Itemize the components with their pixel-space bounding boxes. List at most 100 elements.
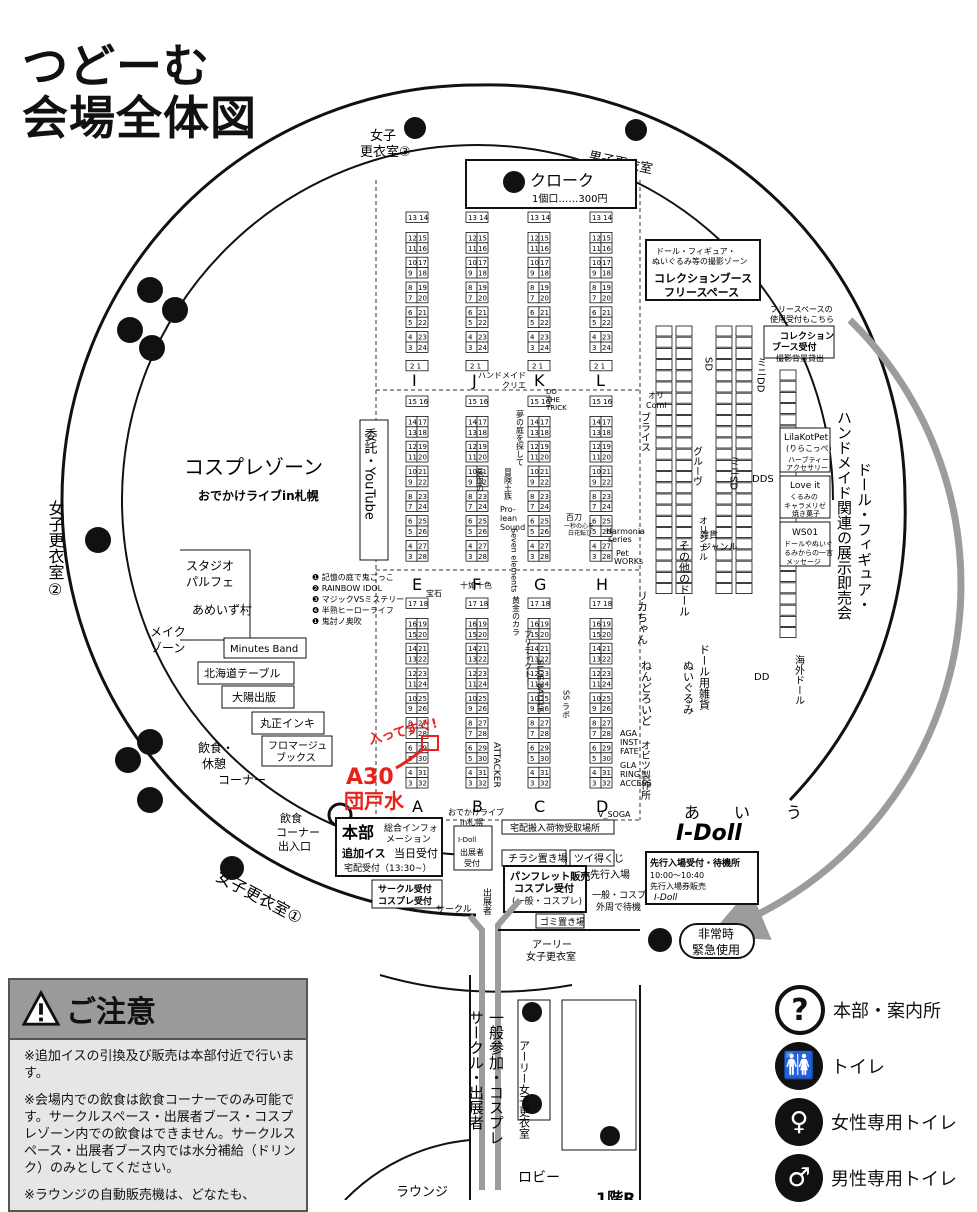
booth-number: 13 bbox=[592, 656, 601, 664]
svg-text:非常時: 非常時 bbox=[698, 927, 734, 941]
left-zones: スタジオ パルフェ あめいず村 メイク ゾーン Minutes Band 北海道… bbox=[150, 549, 333, 853]
doll-booth-cell bbox=[779, 571, 797, 582]
booth-head bbox=[527, 395, 551, 407]
men-toilet-icon: ♂ bbox=[775, 1154, 823, 1202]
notice-item: ※会場内での飲食は飲食コーナーでのみ可能です。サークルスペース・出展者ブース・コ… bbox=[24, 1093, 296, 1176]
booth-number: 5 bbox=[468, 755, 472, 763]
booth-cell bbox=[538, 678, 551, 690]
booth-number: 23 bbox=[478, 493, 487, 501]
svg-text:女子更衣室: 女子更衣室 bbox=[526, 950, 576, 963]
booth-number: 26 bbox=[478, 705, 487, 713]
doll-booth-cell bbox=[715, 415, 733, 427]
svg-text:冒険土族: 冒険土族 bbox=[504, 468, 513, 501]
booth-number: 15 bbox=[602, 234, 611, 242]
legend-item-hq: ? 本部・案内所 bbox=[775, 982, 975, 1038]
doll-booth-cell bbox=[675, 459, 693, 471]
booth-number: 5 bbox=[530, 755, 534, 763]
booth-number: 6 bbox=[592, 518, 597, 526]
booth-cell bbox=[600, 628, 613, 640]
booth-number: 22 bbox=[478, 656, 487, 664]
doll-booth-cell bbox=[779, 616, 797, 627]
booth-number: 13 bbox=[530, 656, 539, 664]
booth-cell bbox=[600, 525, 613, 537]
booth-number: 19 bbox=[418, 620, 427, 628]
booth-number: 5 bbox=[592, 319, 596, 327]
booth-number: 27 bbox=[418, 720, 427, 728]
booth-number: 12 bbox=[468, 234, 477, 242]
booth-cell bbox=[538, 267, 551, 279]
svg-text:サークル: サークル bbox=[436, 904, 472, 915]
svg-text:1階R: 1階R bbox=[596, 1189, 635, 1200]
booth-cell bbox=[538, 451, 551, 463]
booth-number: 28 bbox=[418, 730, 427, 738]
svg-text:lean: lean bbox=[500, 514, 517, 523]
svg-text:GLA: GLA bbox=[620, 761, 637, 770]
women-locker-2-icon bbox=[85, 527, 111, 553]
booth-number: 21 bbox=[540, 309, 549, 317]
booth-number: 26 bbox=[540, 528, 549, 536]
svg-text:夢の庭を探して: 夢の庭を探して bbox=[516, 409, 525, 466]
svg-text:SS ラボ: SS ラボ bbox=[562, 690, 571, 719]
svg-text:丸正インキ: 丸正インキ bbox=[260, 717, 315, 730]
booth-number: 27 bbox=[478, 720, 487, 728]
doll-booth-cell bbox=[655, 538, 673, 550]
booth-number: 26 bbox=[540, 705, 549, 713]
booth-number: 23 bbox=[540, 334, 549, 342]
booth-number: 32 bbox=[418, 780, 427, 788]
lobby-toilet-icon bbox=[600, 1126, 620, 1146]
svg-text:フリースペース: フリースペース bbox=[664, 286, 739, 299]
booth-number: 23 bbox=[540, 670, 549, 678]
svg-text:海外ドール: 海外ドール bbox=[793, 654, 805, 705]
svg-text:ツイ得くじ: ツイ得くじ bbox=[574, 853, 624, 865]
booth-number: 17 bbox=[602, 259, 611, 267]
booth-number: 3 bbox=[468, 344, 472, 352]
booth-number: 15 bbox=[592, 631, 601, 639]
booth-number: 9 bbox=[468, 270, 472, 278]
legend-item-men-toilet: ♂ 男性専用トイレ bbox=[775, 1150, 975, 1206]
booth-cell bbox=[600, 727, 613, 739]
svg-text:コーナー: コーナー bbox=[276, 826, 320, 839]
svg-text:AGA: AGA bbox=[620, 729, 638, 738]
svg-text:ドール用雑貨: ドール用雑貨 bbox=[698, 644, 711, 711]
booth-cell bbox=[476, 550, 489, 562]
cloak: クローク 1個口……300円 bbox=[465, 159, 637, 209]
doll-booth-cell bbox=[655, 583, 673, 594]
booth-number: 28 bbox=[478, 730, 487, 738]
doll-booth-cell bbox=[655, 359, 673, 371]
doll-booth-cell bbox=[655, 426, 673, 438]
booth-number: 25 bbox=[418, 695, 427, 703]
booth-number: 12 bbox=[408, 234, 417, 242]
booth-number: 30 bbox=[540, 755, 549, 763]
booth-number: 8 bbox=[530, 284, 534, 292]
svg-text:(一般・コスプレ): (一般・コスプレ) bbox=[512, 895, 582, 907]
booth-number: 15 bbox=[408, 631, 417, 639]
booth-number: 17 18 bbox=[408, 600, 428, 608]
doll-booth-cell bbox=[735, 448, 753, 460]
booth-number: 22 bbox=[418, 478, 427, 486]
svg-text:飲食・: 飲食・ bbox=[198, 740, 234, 755]
accessible-icon-lobby-1 bbox=[522, 1002, 542, 1022]
idoll-logo-small: I-Doll bbox=[458, 836, 476, 844]
svg-text:百刀: 百刀 bbox=[566, 513, 582, 522]
booth-number: 8 bbox=[592, 720, 596, 728]
svg-text:INST: INST bbox=[620, 738, 638, 747]
svg-text:コレクションブース: コレクションブース bbox=[654, 271, 752, 285]
booth-number: 8 bbox=[468, 720, 472, 728]
doll-booth-cell bbox=[779, 414, 797, 426]
cloak-icon bbox=[503, 171, 525, 193]
doll-booth-cell bbox=[735, 347, 753, 359]
svg-text:Love it: Love it bbox=[790, 481, 821, 491]
doll-booth-cell bbox=[675, 583, 693, 594]
booth-number: 10 bbox=[592, 259, 601, 267]
svg-text:TRICK: TRICK bbox=[545, 404, 567, 412]
booth-cell bbox=[416, 752, 429, 764]
booth-number: 23 bbox=[602, 334, 611, 342]
title-line-2: 会場全体図 bbox=[22, 91, 257, 145]
booth-number: 28 bbox=[602, 553, 611, 561]
booth-number: 6 bbox=[468, 744, 473, 752]
booth-number: 7 bbox=[530, 730, 534, 738]
doll-booth-cell bbox=[715, 392, 733, 404]
booth-number: 32 bbox=[540, 780, 549, 788]
booth-number: 6 bbox=[468, 518, 473, 526]
